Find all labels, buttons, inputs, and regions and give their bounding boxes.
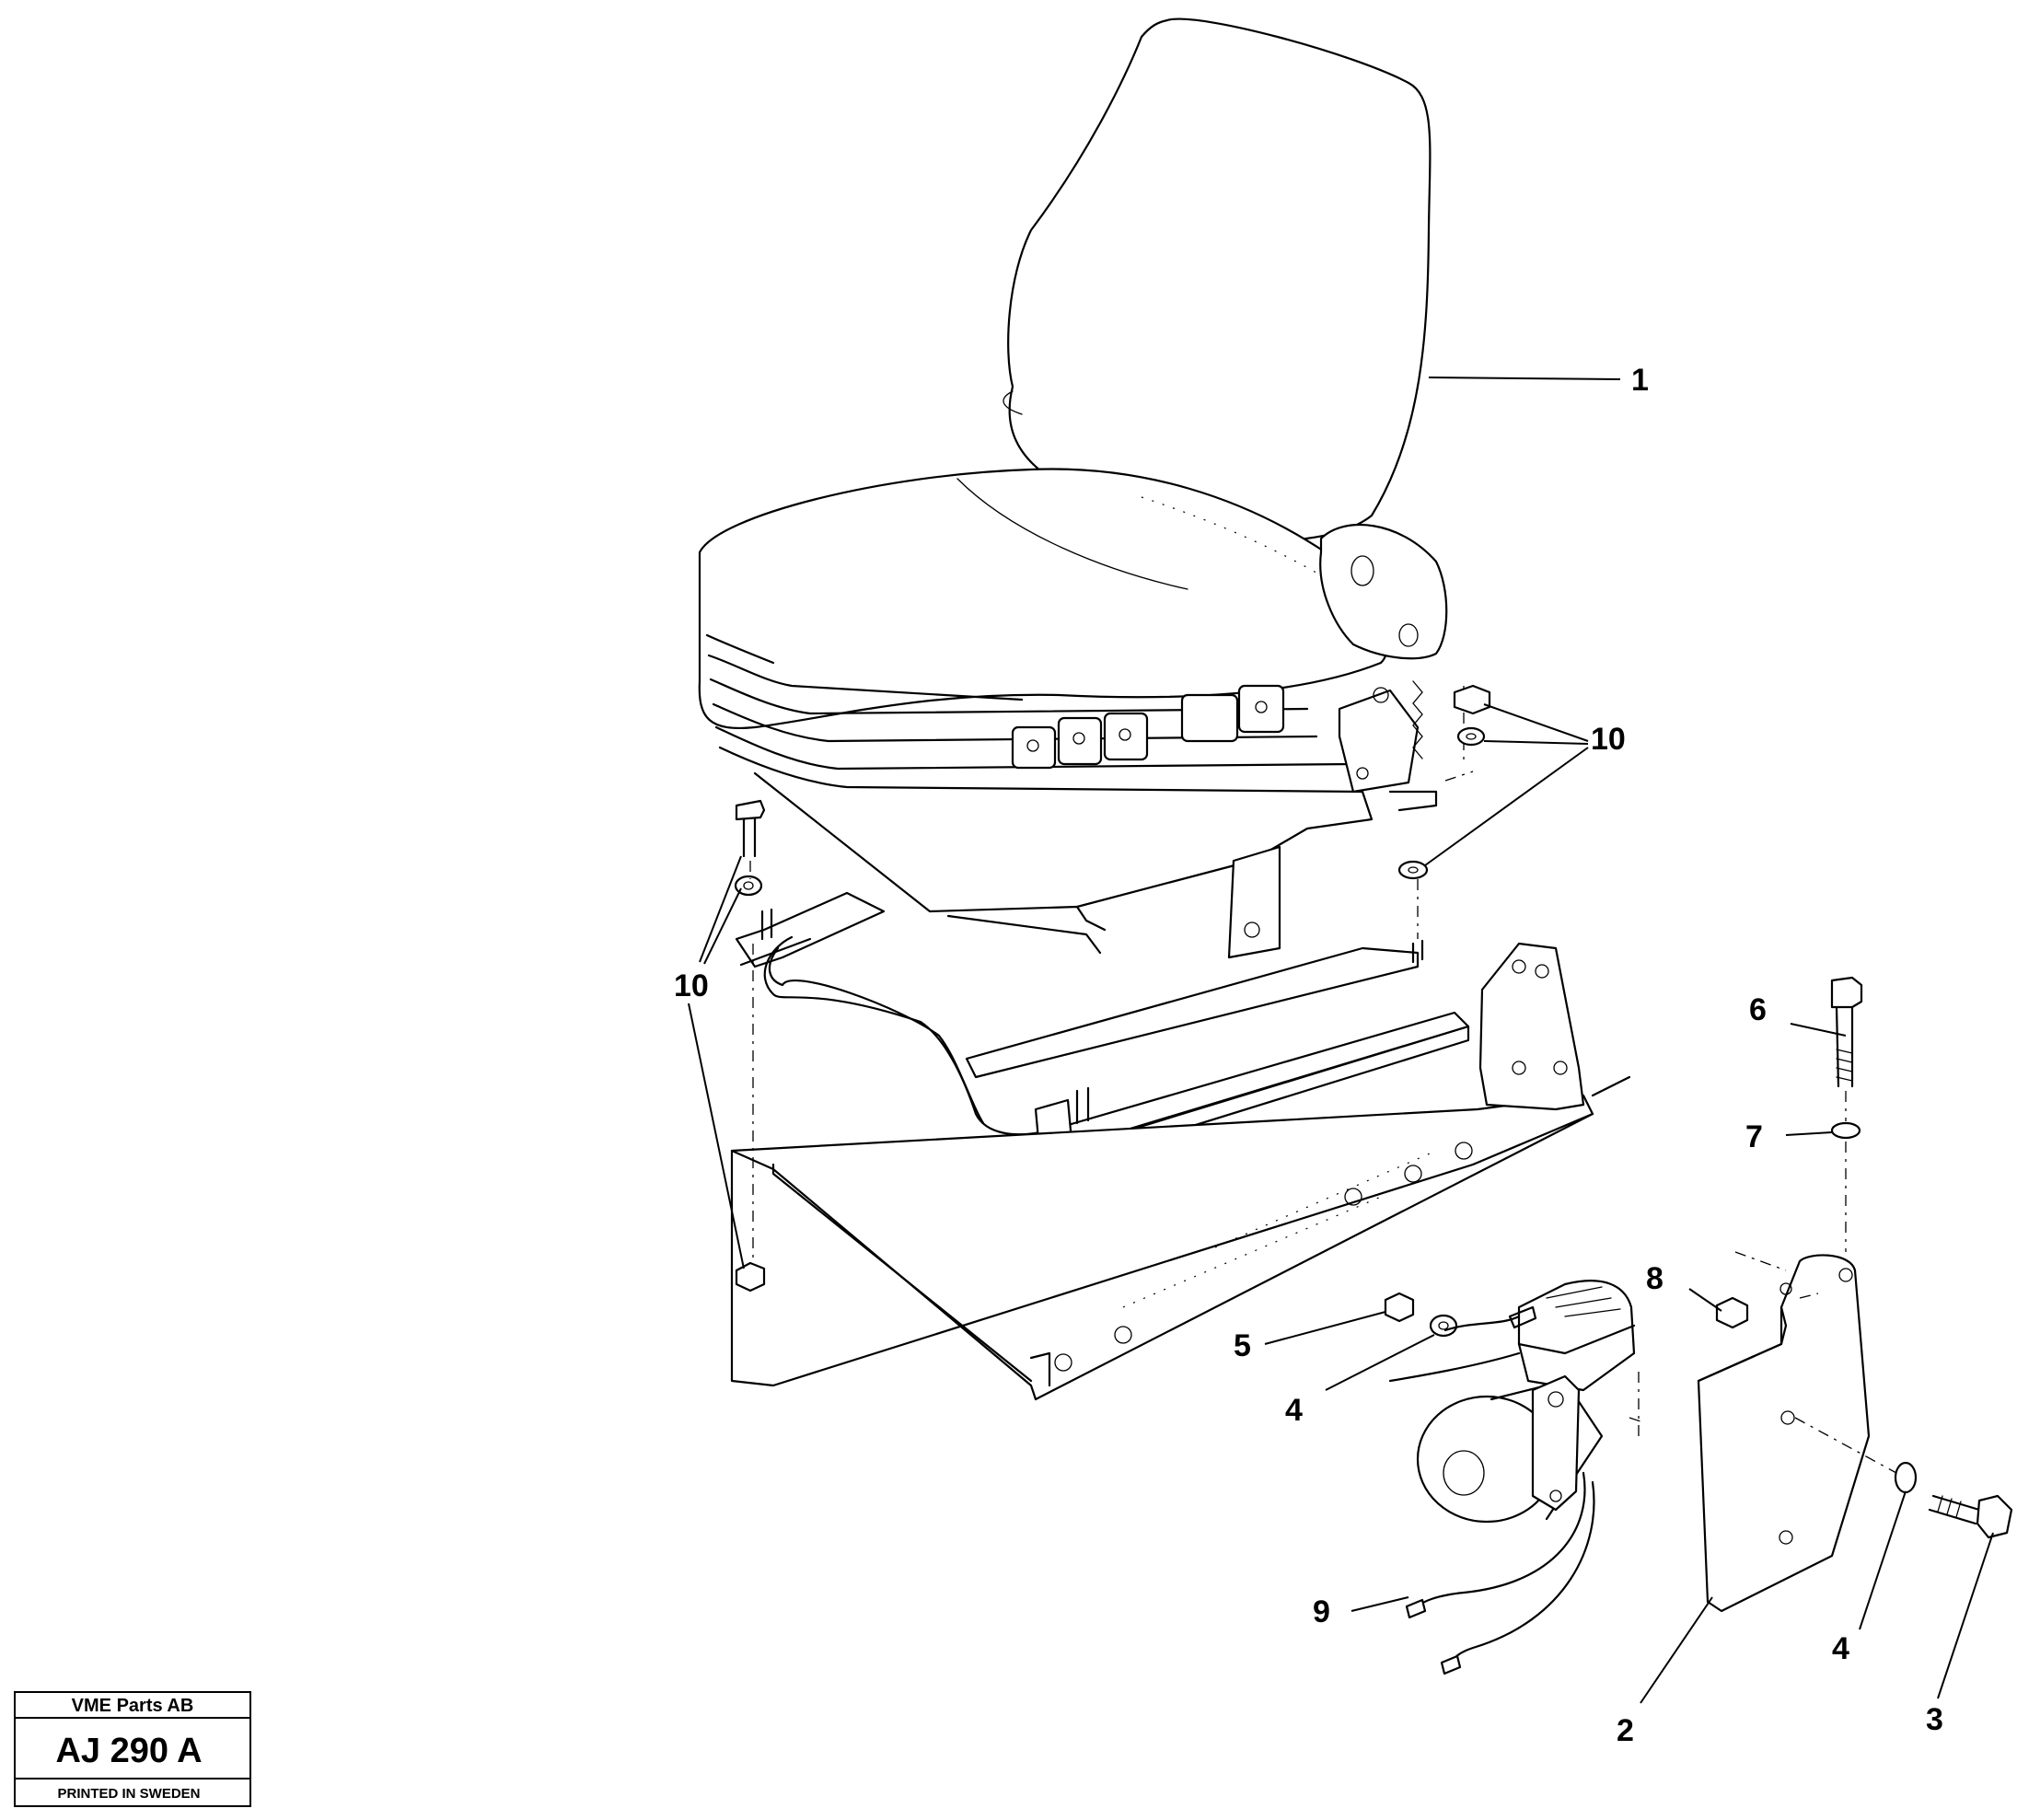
washer-4-right — [1894, 1461, 1918, 1494]
right-fasteners — [1397, 684, 1491, 939]
seat-switches — [1011, 684, 1285, 770]
top-bolt-assembly — [1830, 976, 1863, 1252]
slide-rails — [735, 845, 1470, 1164]
seat-side-adjuster — [1319, 523, 1448, 660]
base-plate-outline — [730, 1094, 1594, 1387]
left-washer — [734, 875, 763, 897]
callout-6: 6 — [1749, 992, 1767, 1027]
side-bolt-assembly — [1794, 1417, 2013, 1539]
callout-3: 3 — [1926, 1702, 1943, 1737]
seat-cushion — [698, 468, 1389, 729]
seat-assembly — [698, 17, 1474, 955]
callout-10-right: 10 — [1591, 722, 1626, 757]
base-plate — [730, 942, 1631, 1401]
motor-head — [1517, 1280, 1636, 1392]
callout-4-left: 4 — [1285, 1393, 1303, 1428]
electric-motor — [1388, 1280, 1644, 1675]
right-washer-upper — [1456, 726, 1486, 747]
bolt-6 — [1830, 976, 1863, 1009]
left-bolt — [735, 799, 766, 821]
right-nut — [1453, 684, 1491, 715]
title-block-printed: PRINTED IN SWEDEN — [57, 1786, 200, 1802]
title-block-company: VME Parts AB — [72, 1696, 194, 1716]
motor-bracket — [1697, 1251, 1871, 1613]
bolt-3-shank — [1928, 1494, 1981, 1525]
callout-8: 8 — [1646, 1261, 1663, 1296]
washer-4-left — [1429, 1314, 1458, 1338]
washer-7 — [1830, 1121, 1861, 1140]
callout-5: 5 — [1234, 1328, 1251, 1363]
nut-8 — [1715, 1296, 1749, 1329]
motor-fasteners-left — [1384, 1292, 1458, 1338]
title-block-frame — [14, 1691, 251, 1807]
callout-1: 1 — [1631, 363, 1649, 398]
callout-4-right: 4 — [1832, 1631, 1849, 1666]
leader-lines — [688, 377, 1994, 1704]
release-lever — [763, 935, 1061, 1136]
callout-9: 9 — [1313, 1594, 1330, 1629]
nut-5 — [1384, 1292, 1415, 1323]
left-nut — [735, 1261, 766, 1293]
motor-mount-lug — [1531, 1374, 1581, 1512]
left-fasteners — [734, 799, 766, 1293]
callout-10-left: 10 — [674, 968, 709, 1003]
callout-labels: 1 10 10 6 7 8 5 4 9 2 4 3 — [674, 363, 1943, 1748]
title-block: VME Parts AB AJ 290 A PRINTED IN SWEDEN — [14, 1691, 251, 1807]
title-block-drawing-code: AJ 290 A — [55, 1732, 202, 1770]
seat-backrest — [1007, 17, 1432, 542]
callout-2: 2 — [1617, 1713, 1634, 1748]
right-washer-lower — [1397, 860, 1429, 880]
rear-upright-bracket — [1478, 942, 1585, 1111]
bolt-3-head — [1976, 1494, 2013, 1539]
callout-7: 7 — [1745, 1119, 1763, 1154]
